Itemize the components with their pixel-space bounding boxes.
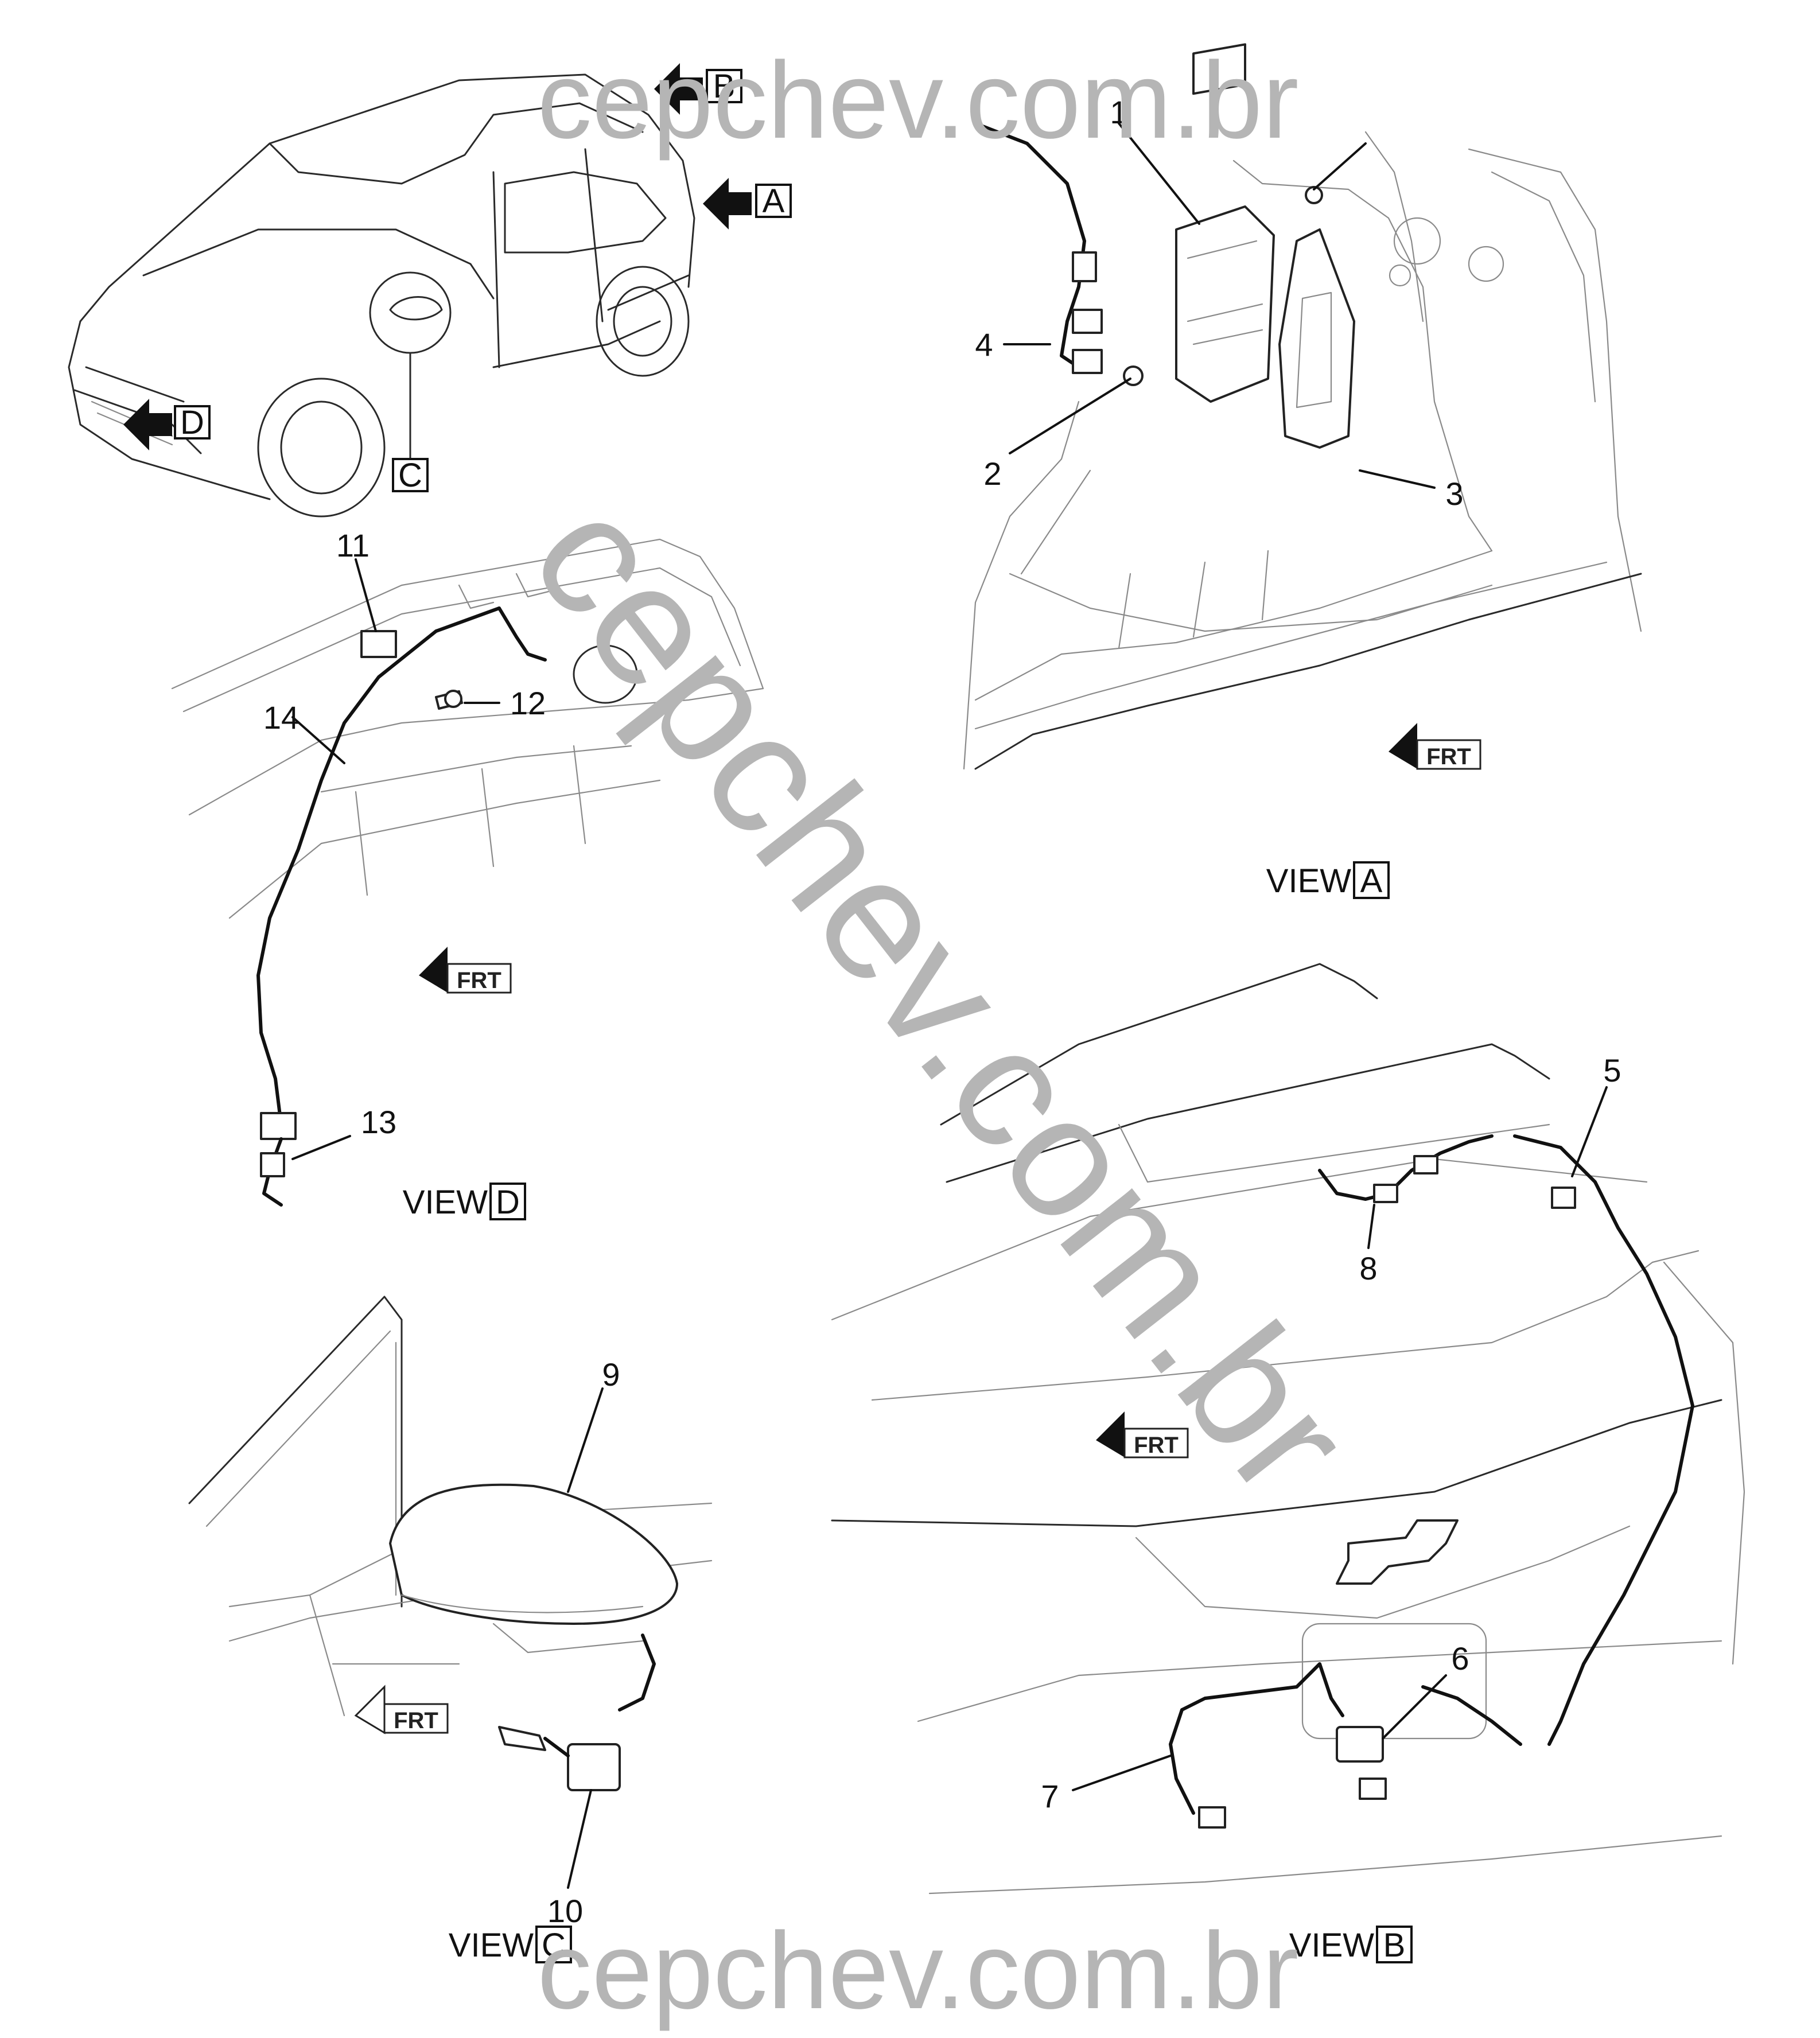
view-word: VIEW [449,1927,534,1964]
callout-12: 12 [510,685,546,721]
leader-11 [355,558,377,632]
callout-5: 5 [1603,1052,1621,1088]
leader-14 [291,716,345,764]
view-label-c: VIEW C [449,1926,572,1964]
view-word: VIEW [403,1184,488,1221]
frt-arrow-view-d: FRT [419,947,512,994]
view-arrow-a: A [703,178,792,230]
view-label-d: VIEW D [403,1183,526,1221]
callout-1: 1 [1110,94,1127,130]
watermark-top: cepchev.com.br [537,40,1298,161]
view-letter-a: A [1360,862,1383,900]
leader-2 [1009,378,1131,454]
view-label-b: VIEW B [1289,1926,1413,1964]
callout-4: 4 [975,326,993,363]
leader-5 [1571,1086,1608,1177]
view-marker-a: A [763,182,785,220]
leader-1 [1118,122,1200,225]
callout-11: 11 [336,527,370,563]
view-word: VIEW [1289,1927,1374,1964]
view-arrow-b: B [654,63,742,115]
view-letter-b: B [1383,1927,1406,1964]
view-letter-c: C [542,1927,566,1964]
callout-9: 9 [602,1356,620,1393]
leader-8 [1367,1204,1375,1249]
watermark-diagonal: cepchev.com.br [495,463,1388,1530]
leader-7 [1072,1755,1172,1791]
callout-7: 7 [1041,1778,1059,1814]
leader-top-fastener [1313,142,1367,190]
frt-arrow-view-c: FRT [354,1685,449,1734]
frt-label: FRT [1134,1433,1179,1458]
callout-3: 3 [1445,476,1463,512]
frt-label: FRT [394,1708,438,1733]
view-label-a: VIEW A [1266,861,1390,900]
callout-2: 2 [983,456,1001,492]
view-letter-d: D [496,1184,520,1221]
frt-arrow-view-b: FRT [1096,1411,1189,1459]
callout-14: 14 [263,699,299,736]
watermark-bottom: cepchev.com.br [537,1910,1298,2032]
frt-label: FRT [1426,744,1471,769]
view-arrow-d: D [123,399,211,450]
view-a-illustration [963,43,1642,770]
leader-9 [567,1387,604,1493]
frt-arrow-view-a: FRT [1389,723,1481,770]
view-marker-c-group: C [392,457,429,494]
callout-8: 8 [1359,1250,1377,1286]
view-d-illustration [171,538,764,1207]
view-word: VIEW [1266,862,1351,900]
view-c-illustration [188,1296,713,1791]
view-marker-c: C [398,457,422,494]
leader-3 [1359,469,1436,489]
view-marker-d: D [180,404,204,441]
callout-13: 13 [361,1104,396,1140]
leader-13 [291,1135,351,1160]
frt-label: FRT [457,968,501,993]
vehicle-overview-illustration [68,73,695,518]
callout-6: 6 [1451,1640,1469,1677]
leader-6 [1382,1674,1447,1740]
callout-10: 10 [547,1893,583,1929]
view-marker-b: B [713,68,736,105]
view-b-illustration [831,963,1745,1895]
leader-10 [567,1789,592,1889]
